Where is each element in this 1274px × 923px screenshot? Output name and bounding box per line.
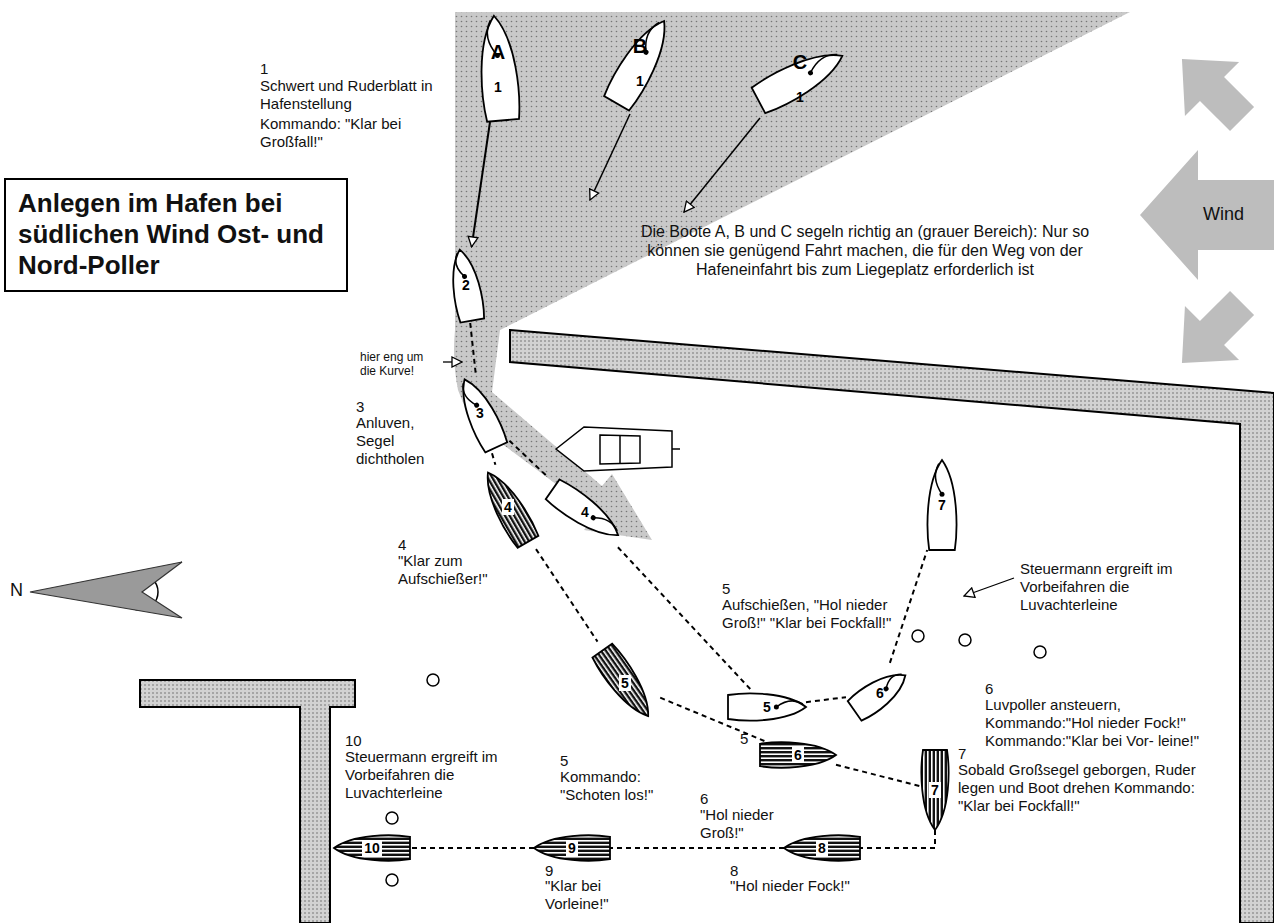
boat: 4 — [475, 465, 541, 549]
harbour-wall — [510, 330, 1274, 923]
note-text: Kommando: "Schoten los!" — [560, 768, 680, 804]
course-line — [860, 830, 935, 848]
boat-number: 1 — [636, 74, 644, 88]
boat-number: 1 — [494, 80, 502, 94]
boat-number: A — [491, 42, 505, 62]
boat: 7 — [920, 750, 950, 830]
boat: 5 — [728, 692, 806, 722]
note-text: Steuermann ergreift im Vorbeifahren die … — [345, 748, 517, 802]
note-text: Steuermann ergreift im Vorbeifahren die … — [1020, 560, 1215, 614]
callout-number: 5 — [722, 580, 752, 598]
boat: 8 — [784, 834, 860, 862]
boat: B1 — [601, 12, 680, 112]
title-box: Anlegen im Hafen bei südlichen Wind Ost-… — [4, 178, 348, 292]
boat: 9 — [534, 834, 610, 862]
boat-hull — [601, 12, 680, 112]
boat-number: 4 — [502, 499, 514, 515]
boat-number: 3 — [476, 406, 484, 420]
boat-number: 7 — [938, 498, 946, 512]
boat: 5 — [590, 642, 660, 725]
course-line — [509, 441, 547, 477]
boat: 3 — [451, 373, 510, 454]
boat: 4 — [544, 477, 627, 547]
callout-number: 3 — [356, 398, 386, 416]
boat: 6 — [760, 741, 836, 769]
callout-number: 6 — [700, 790, 730, 808]
course-line — [610, 847, 784, 849]
t-pier — [140, 680, 355, 923]
boat: 10 — [334, 834, 410, 862]
boat-number: B — [633, 36, 647, 56]
boat: 6 — [846, 663, 914, 723]
note-text: "Klar bei Vorleine!" — [545, 877, 645, 913]
motorboat — [556, 427, 680, 471]
boat-number: 10 — [362, 840, 382, 856]
note-text: Kommando: "Klar bei Großfall!" — [260, 115, 420, 151]
course-line — [472, 122, 490, 247]
note-text: Wind — [1203, 204, 1263, 226]
boat-number: 6 — [876, 686, 884, 700]
boat-number: 5 — [763, 700, 771, 714]
course-line — [410, 847, 534, 849]
boat-number: 4 — [581, 505, 589, 519]
course-line — [890, 550, 927, 663]
callout-number: 4 — [398, 536, 428, 554]
boat-number: 1 — [796, 90, 804, 104]
note-text: Anluven, Segel dichtholen — [356, 414, 448, 468]
boat: 2 — [445, 247, 487, 323]
approach-area — [454, 12, 1130, 540]
wind-arrows — [1140, 32, 1274, 390]
course-line — [836, 765, 920, 787]
leader-line — [443, 362, 1014, 596]
course-line — [536, 549, 598, 642]
boat-number: 7 — [929, 782, 941, 798]
callout-number: 7 — [958, 745, 988, 763]
boat: 7 — [926, 460, 958, 550]
boat-number: 6 — [792, 747, 804, 763]
boat-number: 9 — [566, 840, 578, 856]
boat-number: 2 — [462, 278, 470, 292]
boat-number: 5 — [619, 675, 631, 691]
callout-number: 10 — [345, 732, 375, 750]
note-text: "Hol nieder Fock!" — [730, 877, 880, 895]
approach-arrow — [590, 114, 760, 212]
note-text: Die Boote A, B und C segeln richtig an (… — [640, 222, 1090, 280]
callout-number: 5 — [560, 752, 590, 770]
boat-hull — [474, 14, 523, 122]
note-text: N — [10, 580, 30, 602]
callout-number: 5 — [740, 730, 770, 748]
callout-number: 6 — [985, 680, 1015, 698]
course-line — [492, 453, 495, 465]
boat-number: 8 — [816, 840, 828, 856]
note-text: Sobald Großsegel geborgen, Ruder legen u… — [958, 761, 1213, 815]
note-text: Luvpoller ansteuern, Kommando:"Hol niede… — [985, 696, 1200, 750]
callout-number: 1 — [260, 60, 300, 78]
north-arrow — [30, 562, 182, 618]
course-line — [806, 697, 846, 702]
course-line — [470, 323, 475, 373]
note-text: "Klar zum Aufschießer!" — [398, 552, 508, 588]
boat: A1 — [474, 14, 523, 122]
boat-number: C — [793, 52, 807, 72]
note-text: Aufschießen, "Hol nieder Groß!" "Klar be… — [722, 596, 892, 632]
note-text: hier eng um die Kurve! — [360, 350, 442, 379]
note-text: "Hol nieder Groß!" — [700, 806, 800, 842]
boat: C1 — [750, 40, 851, 116]
note-text: Schwert und Ruderblatt in Hafenstellung — [260, 77, 445, 113]
